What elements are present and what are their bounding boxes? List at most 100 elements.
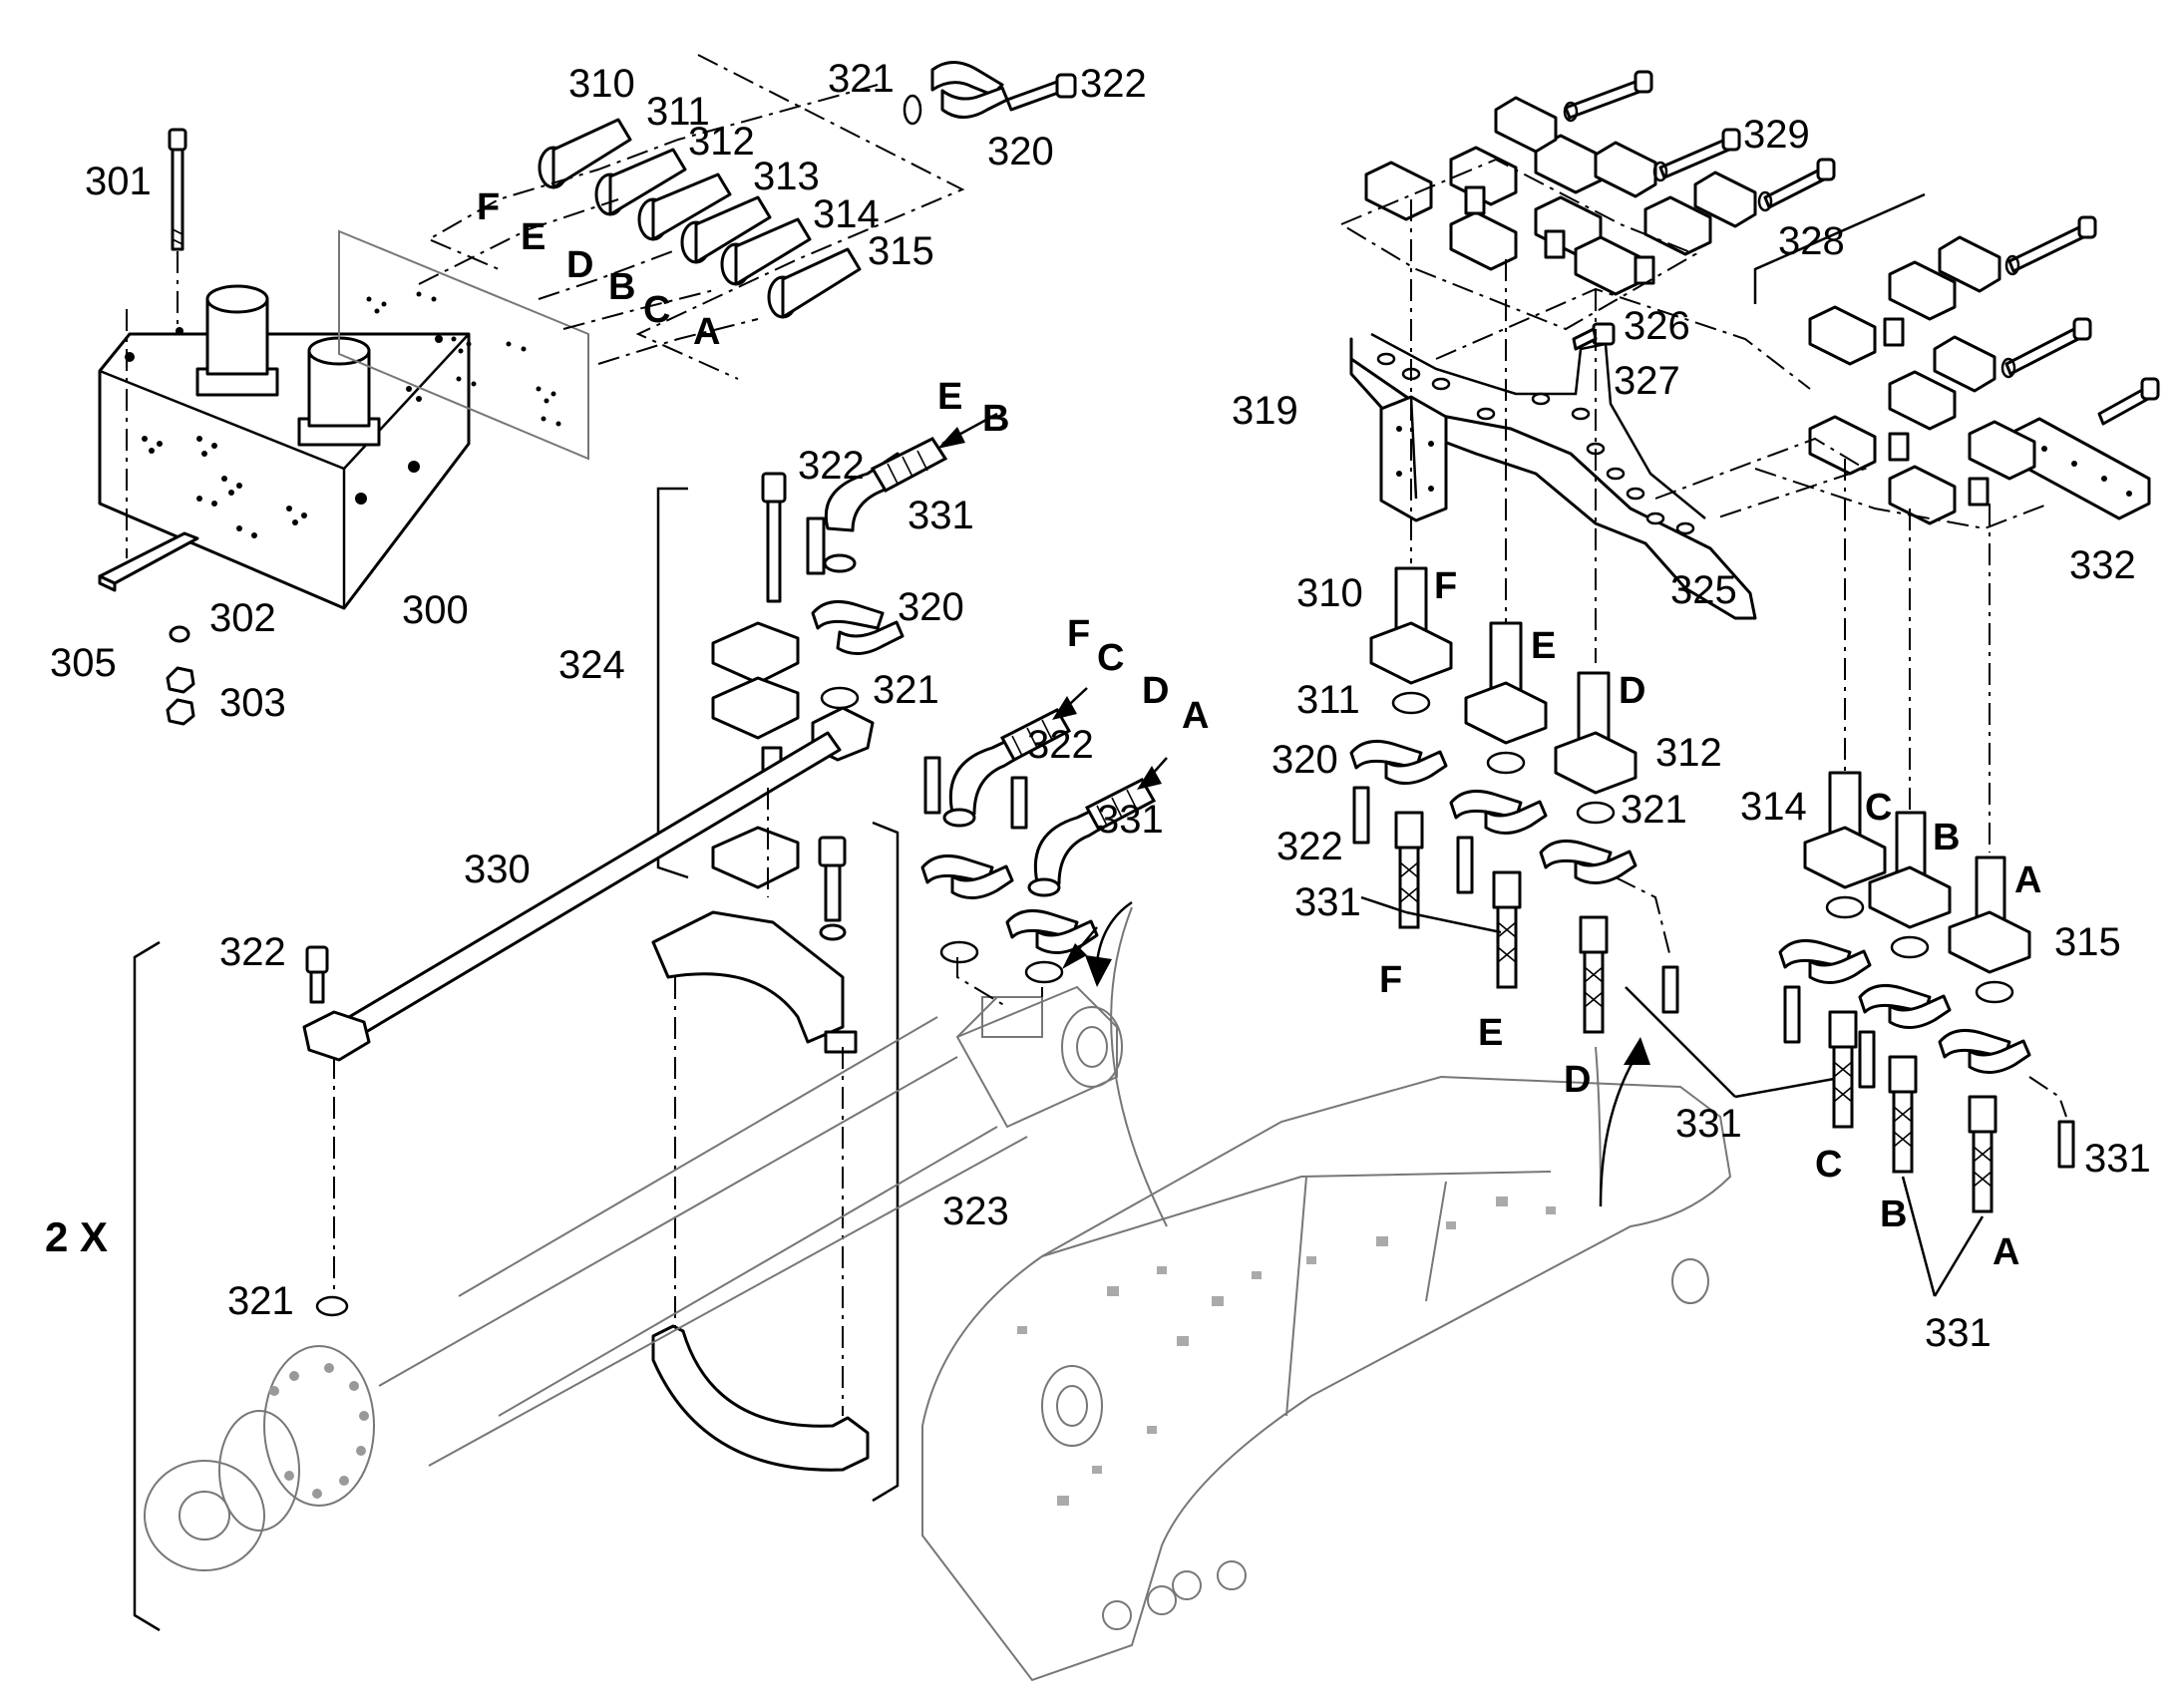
- lower-right-clamp-set: [1808, 215, 2160, 525]
- letter-A-top: A: [693, 311, 720, 353]
- label-322-top: 322: [1080, 62, 1147, 106]
- key-305: [98, 531, 199, 592]
- hose-fitting-mid: [920, 708, 1157, 1008]
- letter-C-hose-bottom: C: [1815, 1144, 1842, 1186]
- fitting-314: [720, 217, 812, 286]
- letter-D-hose-bottom: D: [1564, 1059, 1591, 1101]
- letter-C-tube314: C: [1865, 787, 1892, 829]
- letter-B-hose-bottom: B: [1880, 1194, 1907, 1235]
- label-301: 301: [85, 160, 152, 203]
- cylinder-323: [144, 985, 1123, 1571]
- letter-E-hose1: E: [937, 376, 962, 418]
- multiplier-label: 2 X: [45, 1213, 108, 1260]
- label-321-top: 321: [828, 57, 895, 101]
- lower-clamp: [651, 788, 900, 1503]
- block-319: [1379, 395, 1448, 522]
- label-321-bracket: 321: [873, 668, 939, 712]
- label-326: 326: [1624, 304, 1690, 348]
- label-328: 328: [1778, 219, 1845, 263]
- port-letter-labels: F E D B C A E B F C D A F E D F E D C B …: [477, 186, 2041, 1273]
- label-312-top: 312: [688, 120, 755, 164]
- letter-A-tube315: A: [2014, 859, 2041, 901]
- tube-flange-315: [1948, 855, 2031, 974]
- fitting-leader-lines: [418, 54, 965, 380]
- label-314-top: 314: [813, 192, 880, 236]
- label-303: 303: [219, 681, 286, 725]
- screw-322-top: [1005, 73, 1077, 112]
- fitting-315: [767, 247, 862, 319]
- label-331-mid: 331: [1097, 798, 1164, 842]
- label-329: 329: [1743, 113, 1810, 157]
- letter-D-tube312: D: [1619, 670, 1645, 712]
- port-plate: [338, 229, 589, 461]
- right-right-fittings: [1778, 895, 2075, 1297]
- letter-A-hose-bottom: A: [1993, 1231, 2019, 1273]
- tube-flange-310: [1369, 566, 1453, 685]
- label-327: 327: [1614, 359, 1680, 403]
- letter-E-top: E: [521, 216, 545, 258]
- hose-331-braid-a: [870, 437, 948, 493]
- label-311-right: 311: [1296, 678, 1360, 722]
- letter-D-top: D: [566, 244, 593, 286]
- label-322-mid: 322: [1027, 723, 1094, 767]
- label-330: 330: [464, 848, 531, 891]
- letter-F-hose2: F: [1067, 613, 1090, 655]
- label-331-right-a: 331: [1294, 880, 1361, 924]
- right-left-fittings: [1349, 691, 1846, 1099]
- tube-flange-314: [1803, 771, 1887, 889]
- label-302: 302: [209, 596, 276, 640]
- label-331-right-d: 331: [1925, 1311, 1992, 1355]
- multiplier-bracket: [133, 940, 161, 1632]
- letter-E-hose-bottom: E: [1478, 1012, 1503, 1054]
- label-314-right: 314: [1740, 785, 1807, 829]
- fitting-312: [637, 172, 732, 241]
- letter-C-hose2: C: [1097, 637, 1124, 679]
- fitting-310: [538, 118, 632, 189]
- label-321-rod: 321: [227, 1279, 294, 1323]
- label-322-bracket: 322: [798, 444, 865, 488]
- bolt-301: [126, 128, 187, 558]
- tube-flange-e: [1464, 621, 1548, 745]
- letter-B-top: B: [608, 266, 635, 308]
- flange-clamp-320-top: [930, 61, 1009, 119]
- label-300: 300: [402, 588, 469, 632]
- tube-flange-312: [1554, 671, 1637, 795]
- direction-arrows: [1085, 900, 1650, 1207]
- label-322-right: 322: [1276, 825, 1343, 868]
- label-324: 324: [558, 643, 625, 687]
- tube-flange-b: [1868, 811, 1952, 929]
- rod-330: [302, 731, 842, 1317]
- screw-326: [1572, 322, 1616, 351]
- upper-clamp-set-328: [1364, 70, 1926, 304]
- oring-321-top: [903, 94, 922, 126]
- nut-303: [166, 666, 195, 726]
- letter-F-tube310: F: [1434, 565, 1457, 607]
- part-number-labels: 300 301 302 303 305 310 311 312 313 314 …: [45, 57, 2151, 1355]
- label-320-bracket: 320: [898, 585, 964, 629]
- label-323: 323: [942, 1190, 1009, 1233]
- label-315-right: 315: [2054, 920, 2121, 964]
- label-310-top: 310: [568, 62, 635, 106]
- letter-B-tube: B: [1933, 817, 1960, 858]
- boom-arm: [921, 906, 1732, 1682]
- label-313: 313: [753, 155, 820, 198]
- label-331-right-c: 331: [2084, 1137, 2151, 1181]
- label-332: 332: [2069, 543, 2136, 587]
- hose-arrows: [937, 412, 1168, 969]
- letter-E-tube311: E: [1531, 625, 1556, 667]
- label-320-top: 320: [987, 130, 1054, 173]
- label-320-right: 320: [1272, 738, 1338, 782]
- label-319: 319: [1232, 389, 1298, 433]
- label-322-rod: 322: [219, 930, 286, 974]
- washer-302: [169, 625, 190, 643]
- label-315-top: 315: [868, 229, 934, 273]
- letter-F-top: F: [477, 186, 500, 228]
- right-leader-lines: [1340, 158, 2050, 853]
- label-310-right: 310: [1296, 571, 1363, 615]
- letter-F-hose-bottom: F: [1379, 959, 1402, 1001]
- label-321-right: 321: [1621, 788, 1687, 832]
- label-331-bracket: 331: [908, 494, 974, 537]
- label-311-top: 311: [646, 90, 710, 134]
- bracket-324: [651, 437, 948, 1054]
